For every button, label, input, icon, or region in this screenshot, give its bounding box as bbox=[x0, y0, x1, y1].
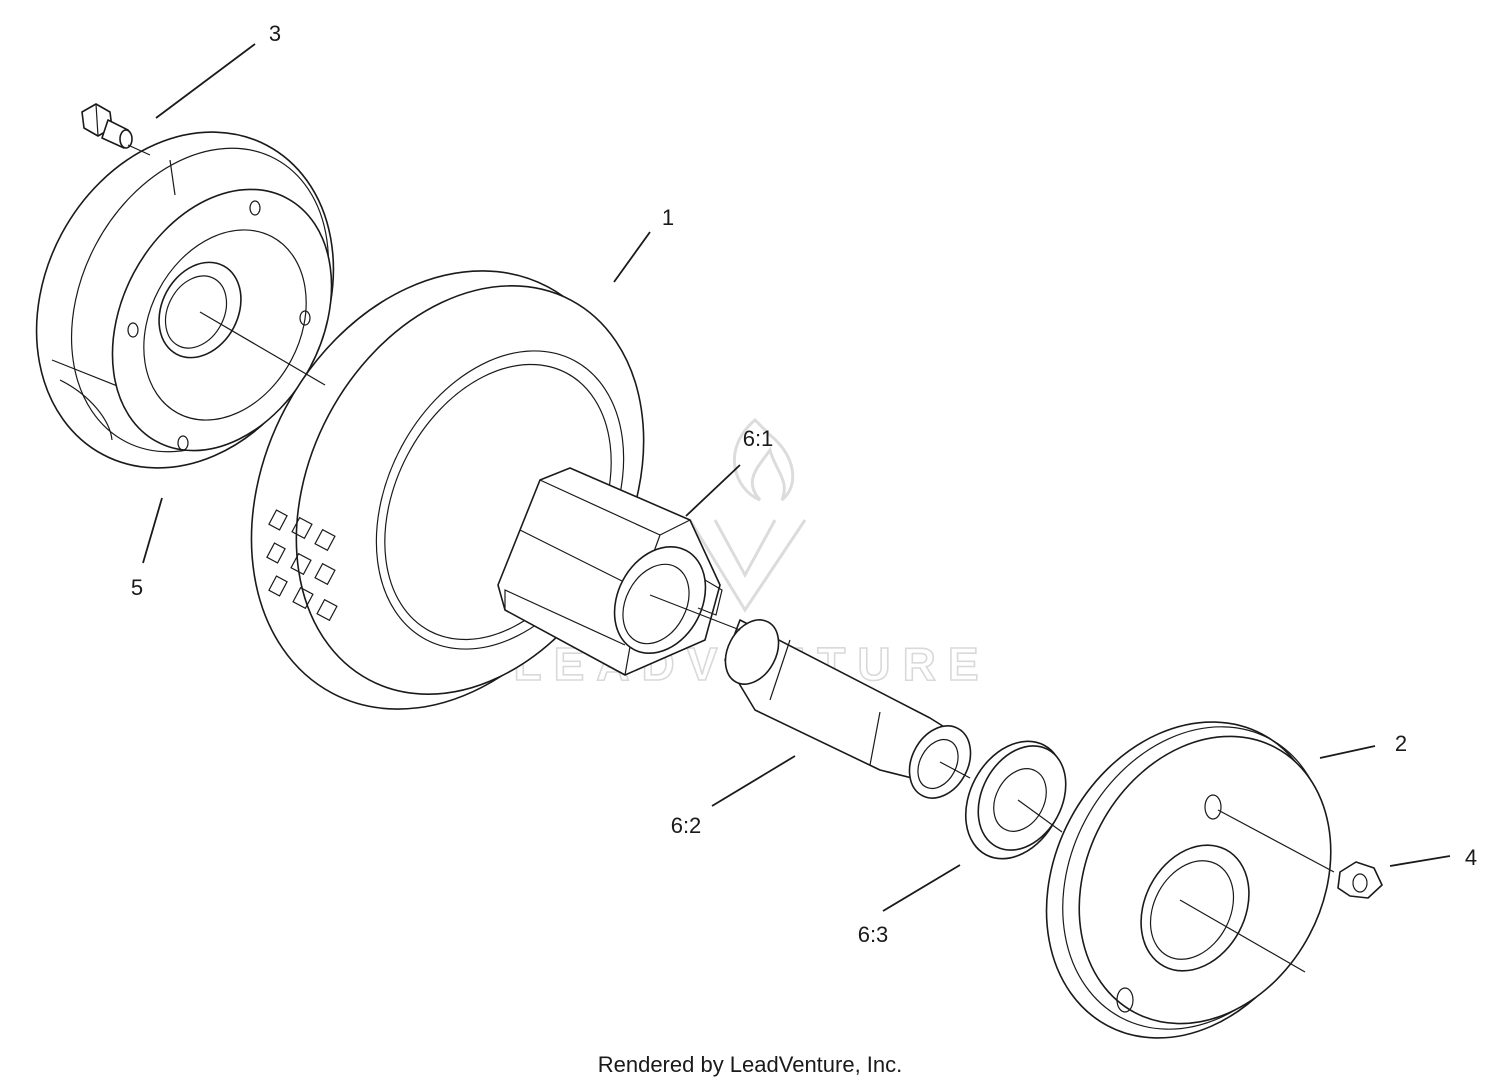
part-6-3-washer bbox=[964, 740, 1067, 860]
footer-credit: Rendered by LeadVenture, Inc. bbox=[597, 1052, 903, 1077]
part-4-nut bbox=[1337, 861, 1383, 899]
tire-tread bbox=[266, 509, 338, 622]
assembly-lines bbox=[127, 144, 1335, 973]
callout-4: 4 bbox=[1465, 845, 1477, 870]
part-3-bolt bbox=[81, 103, 133, 149]
watermark-v-icon bbox=[688, 519, 807, 613]
part-2-hub bbox=[1045, 721, 1332, 1039]
callout-6-2: 6:2 bbox=[671, 813, 702, 838]
part-5-hub bbox=[35, 131, 335, 469]
callout-5: 5 bbox=[131, 575, 143, 600]
callout-1: 1 bbox=[662, 205, 674, 230]
callout-6-1: 6:1 bbox=[743, 426, 774, 451]
leader-lines bbox=[142, 43, 1451, 912]
part-6-1-hex-sleeve bbox=[497, 467, 723, 676]
callout-6-3: 6:3 bbox=[858, 922, 889, 947]
callout-3: 3 bbox=[269, 21, 281, 46]
callouts: 3 1 6:1 5 6:2 6:3 2 4 bbox=[131, 21, 1477, 947]
callout-2: 2 bbox=[1395, 731, 1407, 756]
watermark-flame-icon bbox=[733, 417, 795, 502]
